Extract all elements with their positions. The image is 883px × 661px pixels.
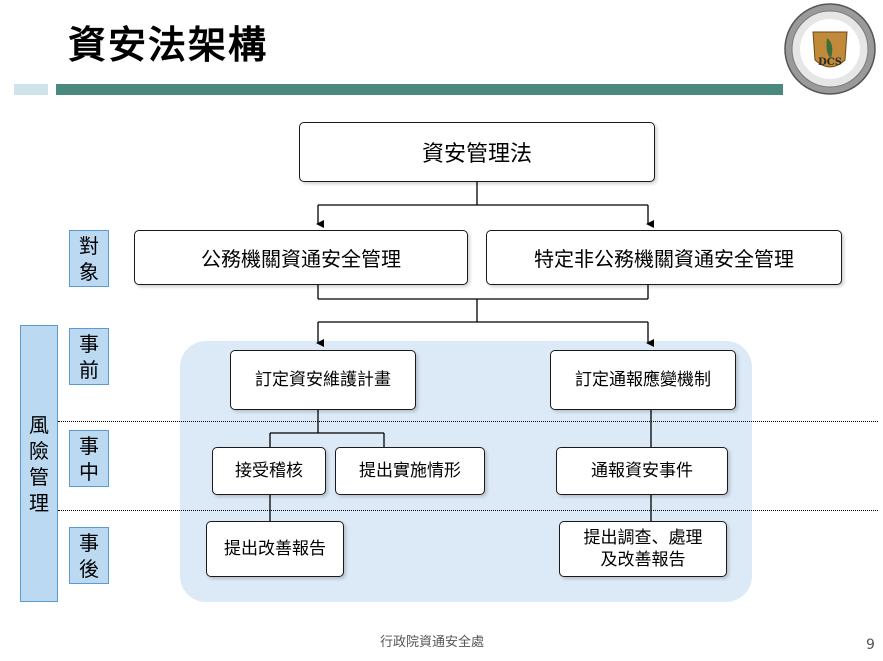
node-accept-audit: 接受稽核 [212,447,326,495]
label-object: 對 象 [69,230,109,287]
node-notification-mechanism: 訂定通報應變機制 [550,350,736,410]
investigation-report-line-1: 提出調查、處理 [583,528,703,548]
title-underline-dark [56,84,783,95]
node-submit-implementation: 提出實施情形 [335,447,485,495]
dcs-logo-icon: DCS [784,3,876,95]
divider-before-during [58,421,878,422]
label-after: 事 後 [69,527,109,584]
label-char: 前 [79,357,99,382]
page-number: 9 [866,637,875,653]
label-char: 事 [79,433,99,458]
title-underline-light [14,84,48,95]
label-before: 事 前 [69,328,109,385]
label-char: 中 [79,459,99,484]
node-investigation-report: 提出調查、處理 及改善報告 [559,521,727,577]
label-char: 象 [79,259,99,284]
label-char: 對 [79,233,99,258]
node-maintenance-plan: 訂定資安維護計畫 [230,350,416,410]
node-non-public-agency-management: 特定非公務機關資通安全管理 [486,230,842,285]
label-char: 風 [29,412,49,437]
divider-during-after [58,510,878,511]
label-char: 管 [29,464,49,489]
node-report-incident: 通報資安事件 [556,447,728,495]
label-char: 理 [29,490,49,515]
node-info-security-management-act: 資安管理法 [299,122,655,182]
label-char: 事 [79,530,99,555]
footer-org: 行政院資通安全處 [380,635,485,650]
investigation-report-line-2: 及改善報告 [600,550,686,570]
page-title: 資安法架構 [68,23,269,67]
label-char: 險 [29,438,49,463]
node-improvement-report: 提出改善報告 [206,521,344,577]
logo-text: DCS [818,57,842,68]
label-char: 事 [79,331,99,356]
label-during: 事 中 [69,430,109,487]
node-public-agency-management: 公務機關資通安全管理 [134,230,468,285]
label-char: 後 [79,556,99,581]
label-risk-management: 風 險 管 理 [20,325,58,602]
